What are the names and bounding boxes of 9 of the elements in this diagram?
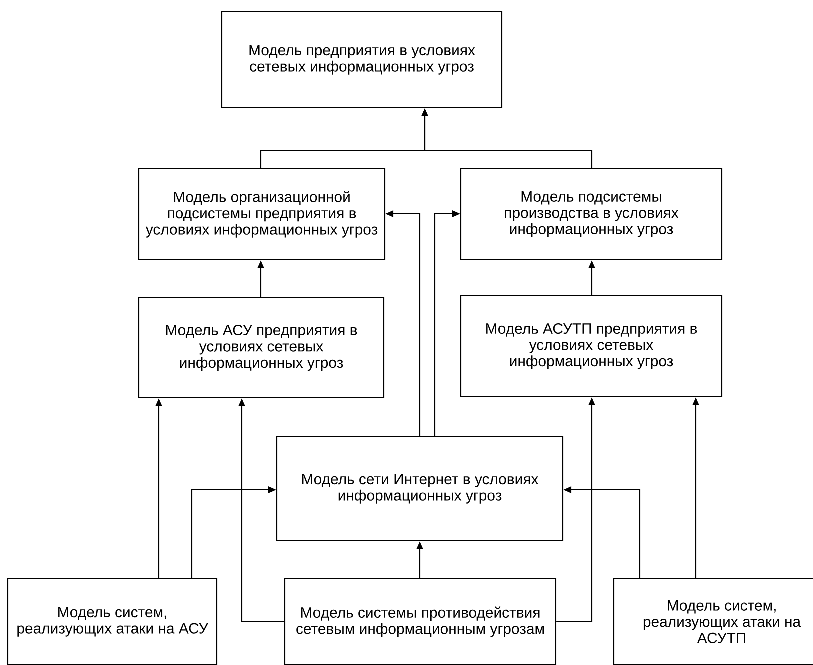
model-box: Модель систем, реализующих атаки на АСУ: [7, 578, 218, 665]
model-box: Модель предприятия в условиях сетевых информационных угроз: [221, 11, 503, 109]
model-box: Модель АСУ предприятия в условиях сетевых информационных угроз: [138, 297, 385, 399]
model-box: Модель подсистемы производства в условиях информационных угроз: [460, 168, 723, 261]
model-box: Модель сети Интернет в условиях информационных угроз: [276, 436, 564, 542]
model-box: Модель системы противодействия сетевым информационным угрозам: [284, 578, 557, 665]
model-box: Модель АСУТП предприятия в условиях сетевых информационных угроз: [460, 295, 723, 398]
model-box: Модель систем, реализующих атаки на АСУТП: [613, 578, 813, 665]
model-box: Модель организационной подсистемы предприятия в условиях информационных угроз: [138, 168, 386, 261]
